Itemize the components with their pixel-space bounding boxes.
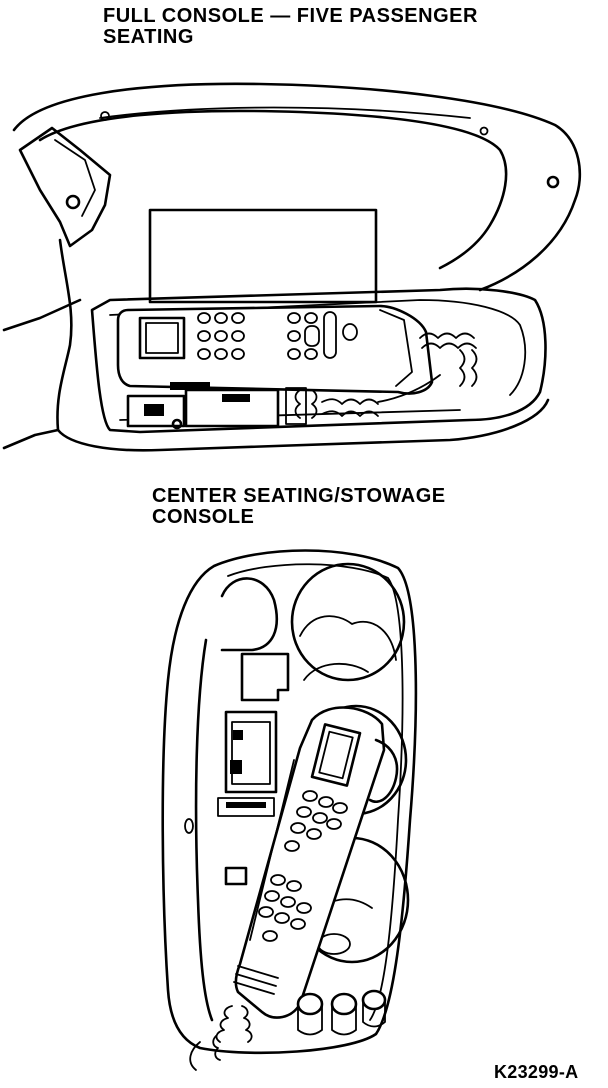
full-console-lid-inner <box>38 109 508 270</box>
full-console-title: FULL CONSOLE — FIVE PASSENGER SEATING <box>103 6 478 48</box>
full-console-keypad-left <box>197 312 245 360</box>
full-console-hinge <box>18 126 112 248</box>
center-console-storage-bin <box>217 652 290 886</box>
center-console-title-line2: CONSOLE <box>152 506 255 528</box>
full-console-tub <box>90 287 547 434</box>
full-console-coiled-cord <box>294 332 478 419</box>
center-console-drawing <box>161 549 418 1071</box>
full-console-transceiver <box>126 382 307 430</box>
center-console-handset-display <box>310 723 362 787</box>
center-console-bottom-cylinders <box>296 989 387 1036</box>
full-console-body-left <box>56 238 73 432</box>
full-console-title-line1: FULL CONSOLE — FIVE PASSENGER <box>103 5 478 27</box>
center-console-shell <box>161 549 418 1055</box>
full-console-keypad-right <box>287 311 358 360</box>
full-console-handset-display <box>138 316 186 360</box>
center-console-keypad-upper <box>284 790 348 852</box>
center-console-handset-grille <box>233 965 279 995</box>
center-console-handset <box>233 706 386 1019</box>
center-console-coiled-cord <box>189 1005 253 1071</box>
center-console-cup-holder-1 <box>220 577 279 652</box>
center-console-title: CENTER SEATING/STOWAGE CONSOLE <box>152 486 446 528</box>
figure-code: K23299-A <box>494 1062 579 1082</box>
full-console-lid-outer <box>12 82 582 292</box>
full-console-title-line2: SEATING <box>103 26 194 48</box>
center-console-title-line1: CENTER SEATING/STOWAGE <box>152 485 446 507</box>
full-console-storage-box <box>148 208 378 304</box>
center-console-keypad-lower <box>258 874 312 942</box>
full-console-drawing <box>2 82 582 452</box>
full-console-handset <box>116 304 434 395</box>
